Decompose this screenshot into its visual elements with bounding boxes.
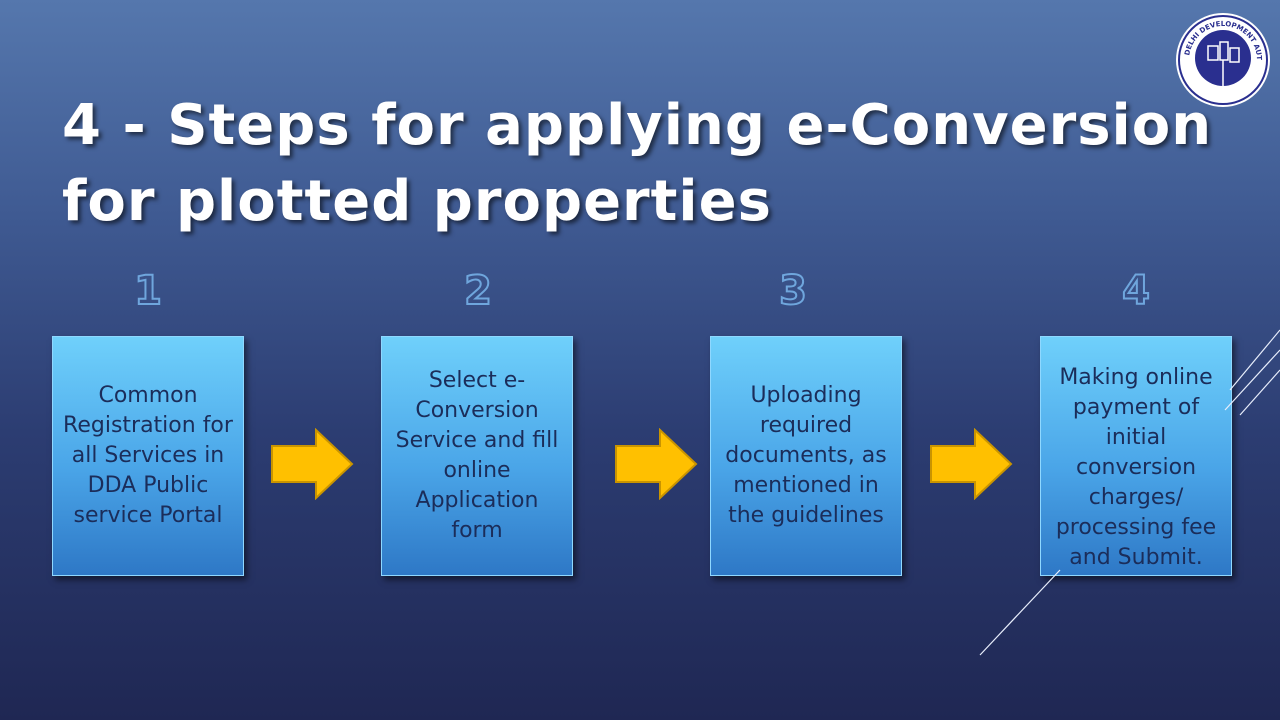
- title-line-1: 4 - Steps for applying e-Conversion: [62, 93, 1213, 158]
- step-box-1: Common Registration for all Services in …: [52, 336, 244, 576]
- step-text-1: Common Registration for all Services in …: [63, 383, 233, 528]
- arrow-right-icon: [271, 428, 354, 500]
- step-box-3: Uploading required documents, as mention…: [710, 336, 902, 576]
- step-text-2: Select e-Conversion Service and fill onl…: [395, 368, 559, 543]
- title-line-2: for plotted properties: [62, 169, 772, 234]
- step-number-4: 4: [1121, 267, 1151, 315]
- step-box-4: Making online payment of initial convers…: [1040, 336, 1232, 576]
- step-number-2: 2: [463, 267, 493, 315]
- slide-title: 4 - Steps for applying e-Conversion for …: [62, 88, 1242, 240]
- arrow-right-icon: [615, 428, 698, 500]
- dda-logo: DELHI DEVELOPMENT AUTHORITY: [1175, 12, 1270, 107]
- step-box-2: Select e-Conversion Service and fill onl…: [381, 336, 573, 576]
- decorative-lines: [979, 329, 1280, 656]
- step-number-3: 3: [778, 267, 808, 315]
- arrow-right-icon: [930, 428, 1013, 500]
- step-text-4: Making online payment of initial convers…: [1055, 365, 1217, 570]
- step-number-1: 1: [133, 267, 163, 315]
- step-text-3: Uploading required documents, as mention…: [725, 383, 887, 528]
